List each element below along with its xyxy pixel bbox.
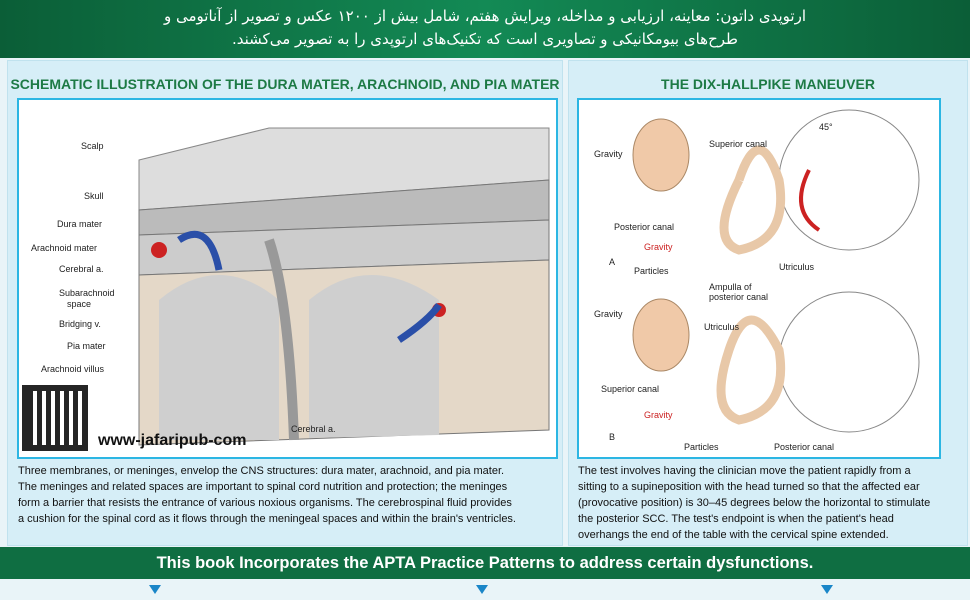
label-gravity-b: Gravity xyxy=(594,309,623,319)
label-gravity-a2: Gravity xyxy=(644,242,673,252)
label-utriculus-a: Utriculus xyxy=(779,262,815,272)
caption-line: a cushion for the spinal cord as it flow… xyxy=(18,513,516,525)
header-banner: ارتوپدی داتون: معاینه، ارزیابی و مداخله،… xyxy=(0,0,970,58)
label-gravity-b2: Gravity xyxy=(644,410,673,420)
dix-hallpike-diagram: Gravity Superior canal Posterior canal G… xyxy=(594,109,920,452)
label-posterior-canal-b: Posterior canal xyxy=(774,442,834,452)
dix-hallpike-illustration: Gravity Superior canal Posterior canal G… xyxy=(577,98,941,459)
label-cerebral-artery-2: Cerebral a. xyxy=(291,424,336,434)
label-superior-canal-a: Superior canal xyxy=(709,139,767,149)
label-cerebral-artery: Cerebral a. xyxy=(59,264,104,274)
label-gravity-a: Gravity xyxy=(594,149,623,159)
label-particles-b: Particles xyxy=(684,442,719,452)
caption-line: Three membranes, or meninges, envelop th… xyxy=(18,465,505,477)
caption-line: overhangs the end of the table with the … xyxy=(578,529,889,541)
down-arrow-icon xyxy=(821,585,833,594)
label-posterior-canal-a: Posterior canal xyxy=(614,222,674,232)
watermark: www-jafaripub-com xyxy=(98,432,247,449)
label-ampulla-1: Ampulla of xyxy=(709,282,752,292)
label-pia-mater: Pia mater xyxy=(67,341,106,351)
caption-line: The meninges and related spaces are impo… xyxy=(18,481,508,493)
label-arachnoid-mater: Arachnoid mater xyxy=(31,243,97,253)
header-line-2: طرح‌های بیومکانیکی و تصاویری است که تکنی… xyxy=(232,30,738,48)
meninges-illustration: Scalp Skull Dura mater Arachnoid mater C… xyxy=(17,98,558,459)
label-45-degrees: 45° xyxy=(819,122,833,132)
header-line-1: ارتوپدی داتون: معاینه، ارزیابی و مداخله،… xyxy=(164,7,806,25)
label-superior-canal-b: Superior canal xyxy=(601,384,659,394)
meninges-title: SCHEMATIC ILLUSTRATION OF THE DURA MATER… xyxy=(10,76,560,92)
label-ampulla-2: posterior canal xyxy=(709,292,768,302)
meninges-caption: Three membranes, or meninges, envelop th… xyxy=(18,463,516,527)
caption-line: form a barrier that resists the entrance… xyxy=(18,497,512,509)
down-arrow-icon xyxy=(476,585,488,594)
bottom-banner: This book Incorporates the APTA Practice… xyxy=(0,547,970,579)
label-a: A xyxy=(609,257,615,267)
caption-line: sitting to a supineposition with the hea… xyxy=(578,481,920,493)
down-arrow-icon xyxy=(149,585,161,594)
label-dura-mater: Dura mater xyxy=(57,219,102,229)
qr-code xyxy=(22,385,88,451)
dix-hallpike-caption: The test involves having the clinician m… xyxy=(578,463,930,543)
label-b: B xyxy=(609,432,615,442)
label-skull: Skull xyxy=(84,191,104,201)
caption-line: The test involves having the clinician m… xyxy=(578,465,911,477)
caption-line: the posterior SCC. The test's endpoint i… xyxy=(578,513,894,525)
label-subarachnoid: Subarachnoid xyxy=(59,288,115,298)
caption-line: (provocative position) is 30–45 degrees … xyxy=(578,497,931,509)
label-utriculus-b: Utriculus xyxy=(704,322,740,332)
dix-hallpike-title: THE DIX-HALLPIKE MANEUVER xyxy=(661,76,875,92)
meninges-diagram: Scalp Skull Dura mater Arachnoid mater C… xyxy=(31,127,550,446)
label-bridging-vein: Bridging v. xyxy=(59,319,101,329)
label-arachnoid-villus: Arachnoid villus xyxy=(41,364,105,374)
label-scalp: Scalp xyxy=(81,141,104,151)
label-space: space xyxy=(67,299,91,309)
label-particles-a: Particles xyxy=(634,266,669,276)
